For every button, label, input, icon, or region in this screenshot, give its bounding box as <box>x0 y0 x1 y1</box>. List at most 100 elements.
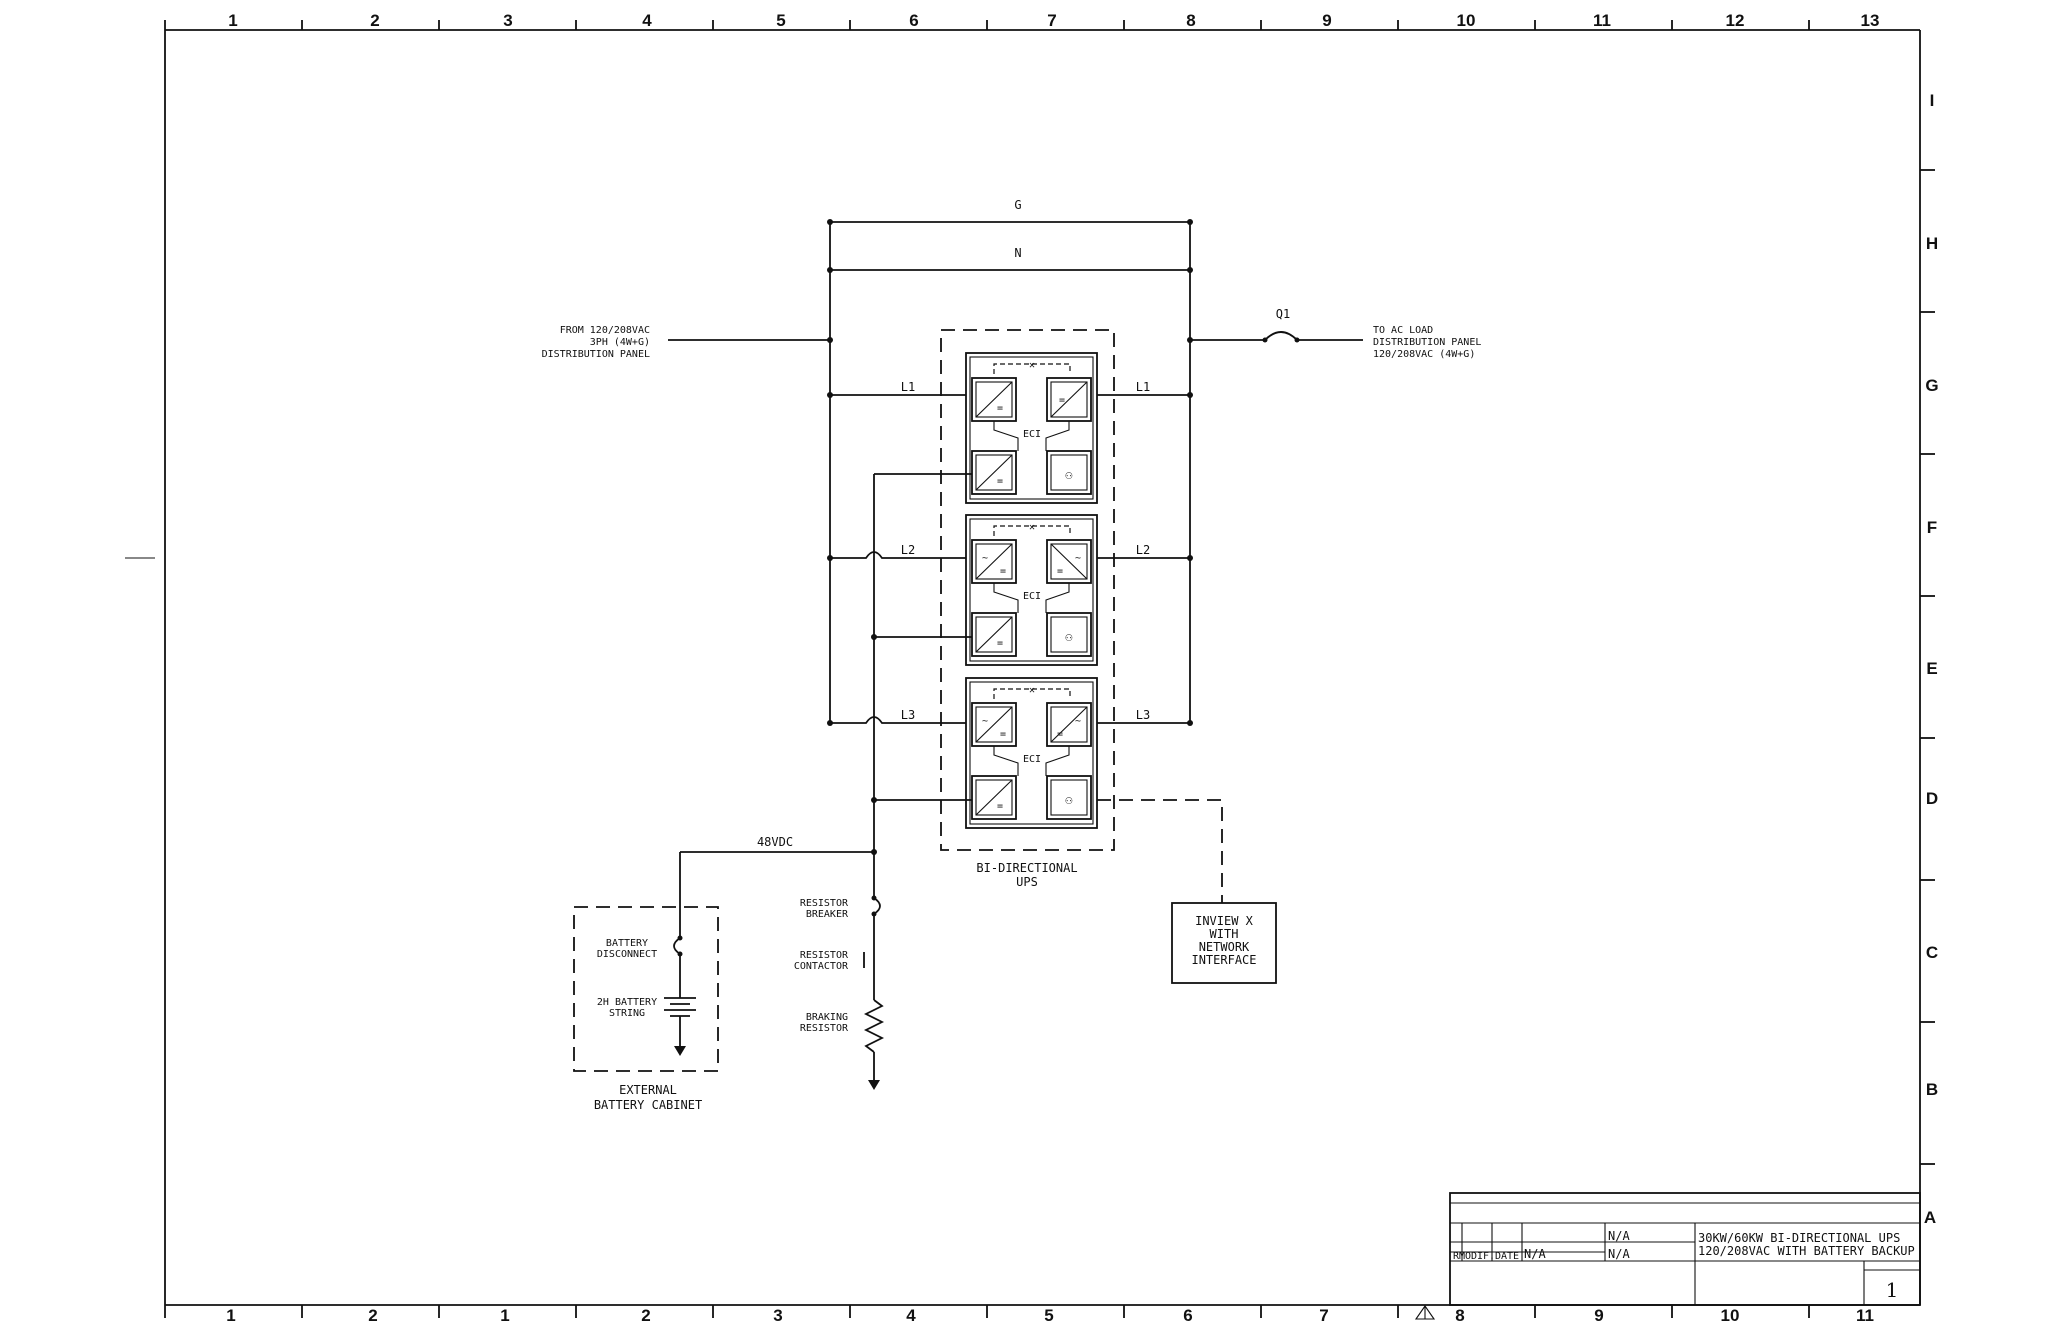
bottom-col-label: 8 <box>1455 1306 1464 1325</box>
top-col-label: 13 <box>1861 11 1880 30</box>
svg-text:DISTRIBUTION PANEL: DISTRIBUTION PANEL <box>542 349 650 360</box>
bottom-col-label: 10 <box>1721 1306 1740 1325</box>
svg-text:RESISTOR: RESISTOR <box>800 950 849 961</box>
svg-text:EXTERNAL: EXTERNAL <box>619 1083 677 1097</box>
network-icon: ⚇ <box>1065 793 1072 807</box>
phase-in-label: L2 <box>901 543 915 557</box>
right-row-label: I <box>1930 91 1935 110</box>
bottom-col-label: 9 <box>1594 1306 1603 1325</box>
svg-text:120/208VAC (4W+G): 120/208VAC (4W+G) <box>1373 349 1475 360</box>
title-col-date: DATE <box>1495 1251 1519 1262</box>
source-label: FROM 120/208VAC 3PH (4W+G) DISTRIBUTION … <box>542 325 650 360</box>
braking-resistor-label: BRAKING RESISTOR <box>800 1012 849 1034</box>
braking-resistor-icon <box>863 999 885 1053</box>
inview-label: INVIEW X WITH NETWORK INTERFACE <box>1191 914 1256 967</box>
svg-text:✕: ✕ <box>1029 685 1035 696</box>
svg-text:=: = <box>1000 566 1006 577</box>
approved-value: N/A <box>1608 1247 1630 1261</box>
svg-text:=: = <box>1057 566 1063 577</box>
battery-disconnect-icon <box>673 937 681 955</box>
neutral-bus-label: N <box>1014 246 1021 260</box>
top-col-label: 6 <box>909 11 918 30</box>
ground-bus-label: G <box>1014 198 1021 212</box>
ups-module-3: ✕ ~= =~ = ⚇ ECI <box>965 677 1098 829</box>
svg-text:=: = <box>1057 729 1063 740</box>
right-row-label: A <box>1924 1208 1936 1227</box>
ups-label: UPS <box>1016 875 1038 889</box>
svg-text:DISCONNECT: DISCONNECT <box>597 949 657 960</box>
bottom-col-label: 3 <box>773 1306 782 1325</box>
svg-text:STRING: STRING <box>609 1008 645 1019</box>
ac-bus-wiring: G N Q1 L1 L2 L3 L1 L2 L3 <box>668 198 1363 726</box>
right-row-label: D <box>1926 789 1938 808</box>
top-col-label: 9 <box>1322 11 1331 30</box>
q1-breaker-icon <box>1264 331 1298 341</box>
ground-arrow-icon <box>868 1080 880 1090</box>
svg-text:BREAKER: BREAKER <box>806 909 849 920</box>
resistor-contactor-label: RESISTOR CONTACTOR <box>794 950 849 972</box>
network-icon: ⚇ <box>1065 630 1072 644</box>
phase-in-label: L1 <box>901 380 915 394</box>
ups-enclosure <box>940 329 1115 851</box>
svg-text:=: = <box>997 403 1003 414</box>
right-row-label: C <box>1926 943 1938 962</box>
svg-text:=: = <box>997 638 1003 649</box>
svg-text:RESISTOR: RESISTOR <box>800 898 849 909</box>
ups-label: BI-DIRECTIONAL <box>976 861 1077 875</box>
svg-text:=: = <box>997 476 1003 487</box>
load-label: TO AC LOAD DISTRIBUTION PANEL 120/208VAC… <box>1373 325 1481 360</box>
bottom-col-label: 2 <box>641 1306 650 1325</box>
svg-text:~: ~ <box>1075 716 1081 727</box>
svg-text:3PH (4W+G): 3PH (4W+G) <box>590 337 650 348</box>
top-col-label: 8 <box>1186 11 1195 30</box>
phase-l3-in <box>830 716 966 724</box>
q1-label: Q1 <box>1276 307 1290 321</box>
svg-text:WITH: WITH <box>1210 927 1239 941</box>
network-link <box>1097 799 1223 903</box>
svg-text:✕: ✕ <box>1029 360 1035 371</box>
title-block: R MODIF. DATE N/A N/A N/A 30KW/60KW BI-D… <box>1449 1192 1921 1306</box>
svg-text:FROM 120/208VAC: FROM 120/208VAC <box>560 325 650 336</box>
resistor-breaker-icon <box>873 897 881 915</box>
battery-cabinet <box>573 906 719 1072</box>
bottom-col-label: 4 <box>906 1306 916 1325</box>
svg-text:CONTACTOR: CONTACTOR <box>794 961 849 972</box>
top-col-label: 1 <box>228 11 237 30</box>
top-col-label: 10 <box>1457 11 1476 30</box>
bottom-col-label: 5 <box>1044 1306 1053 1325</box>
phase-out-label: L2 <box>1136 543 1150 557</box>
top-col-label: 3 <box>503 11 512 30</box>
svg-text:✕: ✕ <box>1029 522 1035 533</box>
inview-network-box <box>1171 902 1277 984</box>
svg-text:NETWORK: NETWORK <box>1199 940 1250 954</box>
top-col-label: 12 <box>1726 11 1745 30</box>
bottom-col-label: 7 <box>1319 1306 1328 1325</box>
right-row-label: E <box>1926 659 1937 678</box>
svg-text:2H BATTERY: 2H BATTERY <box>597 997 657 1008</box>
phase-in-label: L3 <box>901 708 915 722</box>
top-col-label: 7 <box>1047 11 1056 30</box>
phase-out-label: L3 <box>1136 708 1150 722</box>
battery-cabinet-label: EXTERNAL BATTERY CABINET <box>594 1083 702 1112</box>
bottom-column-ruler: 1 2 1 2 3 4 5 6 7 8 9 10 11 <box>164 1305 1874 1325</box>
bottom-col-label: 1 <box>226 1306 235 1325</box>
dc-bus-wiring: 48VDC <box>679 473 972 1090</box>
bottom-col-label: 2 <box>368 1306 377 1325</box>
bottom-col-label: 11 <box>1856 1306 1874 1325</box>
approved-value: N/A <box>1608 1229 1630 1243</box>
right-row-label: B <box>1926 1080 1938 1099</box>
svg-text:~: ~ <box>982 553 988 564</box>
checked-value: N/A <box>1524 1247 1546 1261</box>
network-icon: ⚇ <box>1065 468 1072 482</box>
top-col-label: 2 <box>370 11 379 30</box>
right-row-label: H <box>1926 234 1938 253</box>
svg-text:BATTERY: BATTERY <box>606 938 648 949</box>
right-row-label: F <box>1927 518 1937 537</box>
top-col-label: 11 <box>1593 11 1611 30</box>
svg-text:DISTRIBUTION PANEL: DISTRIBUTION PANEL <box>1373 337 1481 348</box>
eci-label: ECI <box>1023 754 1041 765</box>
svg-text:=: = <box>1059 395 1065 406</box>
svg-text:~: ~ <box>982 716 988 727</box>
svg-text:TO AC LOAD: TO AC LOAD <box>1373 325 1433 336</box>
